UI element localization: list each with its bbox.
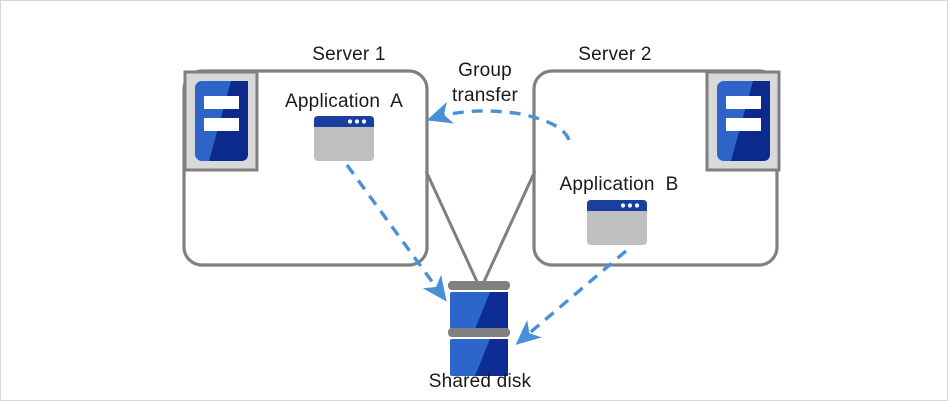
- app-b-to-disk-arrow: [515, 249, 628, 345]
- app-window-dot: [354, 119, 360, 124]
- application-a-label: Application A: [285, 91, 403, 112]
- disk-stack-icon: [448, 281, 510, 376]
- server-icon: [705, 70, 781, 172]
- app-window-dot: [627, 203, 633, 208]
- app-window-dot: [634, 203, 640, 208]
- app-window-body: [314, 116, 374, 161]
- app-window-body: [587, 200, 647, 245]
- app-window-titlebar: [587, 200, 647, 211]
- group-transfer-arrow: [426, 101, 571, 141]
- app-a-to-disk-arrow: [345, 163, 447, 302]
- disk-bar-middle: [448, 328, 510, 337]
- app-window-dot: [361, 119, 367, 124]
- server-icon-bar-top: [204, 96, 239, 109]
- server-icon-bar-bottom: [726, 118, 761, 131]
- group-transfer-label-line2: transfer: [451, 85, 519, 106]
- app-window-icon: [314, 116, 374, 161]
- disk-block-upper-dark: [475, 292, 508, 329]
- server-icon-bar-bottom: [204, 118, 239, 131]
- server-2-to-disk-connector: [480, 170, 537, 287]
- server-icon-bar-top: [726, 96, 761, 109]
- disk-block-lower-dark: [475, 339, 508, 376]
- disk-bar-top: [448, 281, 510, 290]
- application-b-label: Application B: [559, 174, 679, 195]
- app-window-dot: [620, 203, 626, 208]
- app-window-icon: [587, 200, 647, 245]
- shared-disk-label: Shared disk: [428, 371, 532, 392]
- server-icon: [183, 70, 259, 172]
- group-transfer-label-line1: Group: [458, 60, 512, 81]
- app-window-titlebar: [314, 116, 374, 127]
- app-window-dot: [347, 119, 353, 124]
- server-2-label: Server 2: [578, 44, 652, 65]
- server-1-to-disk-connector: [424, 170, 481, 287]
- server-1-label: Server 1: [312, 44, 386, 65]
